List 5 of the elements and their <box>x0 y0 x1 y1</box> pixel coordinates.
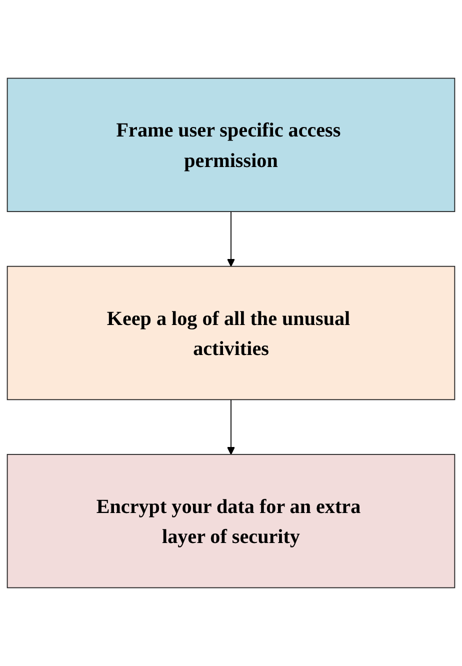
node-box: Keep a log of all the unusual activities <box>6 266 456 400</box>
arrow <box>226 399 236 455</box>
node-box: Frame user specific access permission <box>6 78 456 212</box>
node-box: Encrypt your data for an extra layer of security <box>6 454 456 588</box>
arrow <box>226 211 236 267</box>
